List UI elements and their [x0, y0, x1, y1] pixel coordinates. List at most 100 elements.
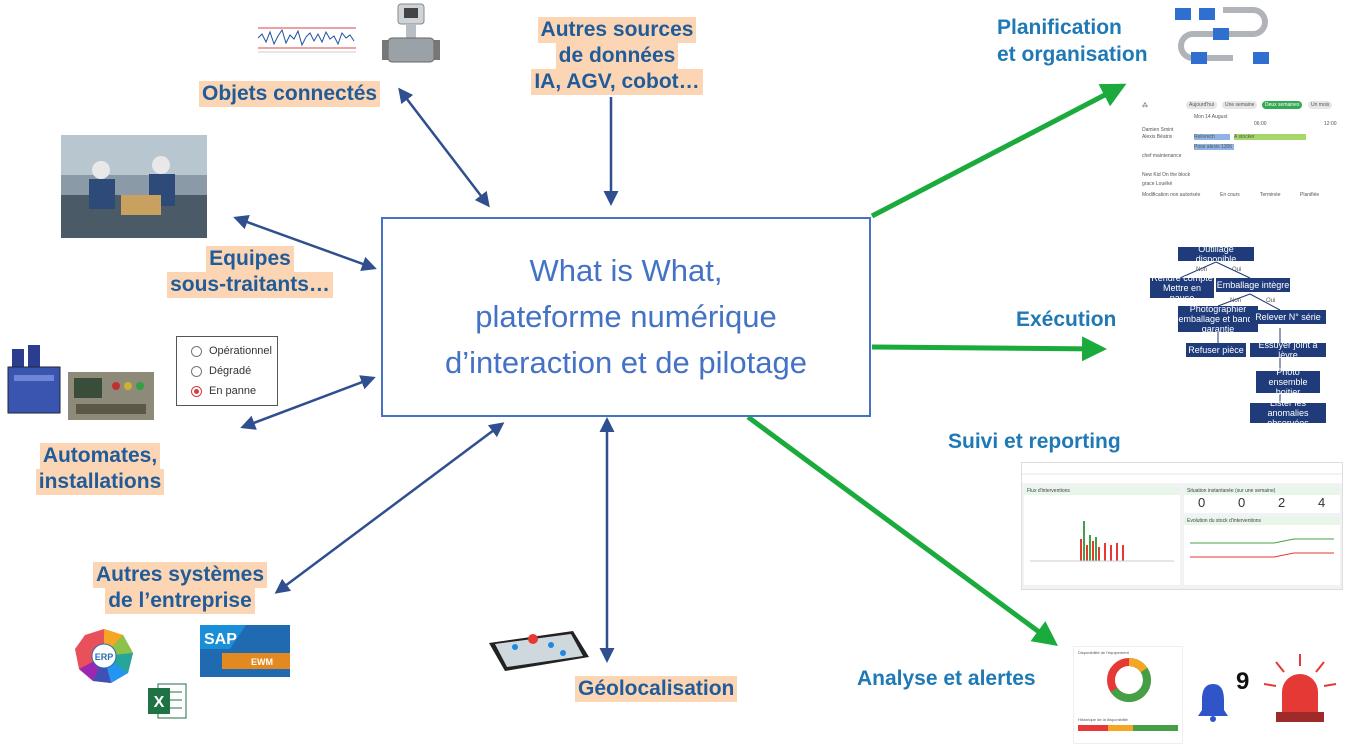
panel-flux: Flux d'interventions — [1024, 487, 1180, 585]
kpi-1: 0 — [1198, 495, 1206, 510]
label-autres-sources-1: Autres sources — [537, 17, 697, 43]
equipment-status-panel: Opérationnel Dégradé En panne — [176, 336, 278, 406]
flow-step-lister[interactable]: Lister les anomalies observées — [1250, 398, 1326, 428]
planning-screenshot: ⁂ Aujourd'hui Une semaine Deux semaines … — [1140, 98, 1340, 198]
arrow-objets — [398, 87, 490, 208]
planning-legend-1: Modification non autorisée — [1142, 192, 1201, 198]
flow-step-outillage[interactable]: Outillage disponible — [1178, 244, 1254, 264]
label-automates-2: installations — [35, 469, 165, 495]
arrow-autres-systemes — [274, 422, 505, 594]
radio-label: Opérationnel — [209, 345, 272, 357]
radio-en-panne[interactable]: En panne — [177, 381, 277, 401]
planning-tab-today[interactable]: Aujourd'hui — [1186, 101, 1217, 109]
dashboard-tabs — [1022, 475, 1342, 483]
flow-label-oui-1: Oui — [1232, 267, 1242, 273]
label-planification-1: Planification — [997, 16, 1122, 39]
flowchart-connectors — [1179, 261, 1281, 404]
planning-legend-2: En cours — [1220, 192, 1240, 198]
sensor-chart-thumbnail — [248, 8, 360, 66]
planning-legend-3: Terminée — [1260, 192, 1281, 198]
planning-resource-2: Alexis Béatrix — [1142, 134, 1173, 140]
center-title-line1: What is What, — [529, 253, 723, 288]
label-geolocalisation: Géolocalisation — [575, 676, 738, 702]
flow-step-photographier[interactable]: Photographier emballage et bande garanti… — [1178, 304, 1258, 334]
flow-step-emballage[interactable]: Emballage intègre — [1216, 278, 1290, 292]
bell-icon — [1198, 684, 1228, 722]
panel-flux-title: Flux d'interventions — [1024, 487, 1180, 495]
arrow-planif — [870, 83, 1127, 219]
siren-alarm-icon — [1263, 654, 1337, 722]
planning-event-1[interactable]: Relivrech — [1194, 134, 1230, 140]
erp-logo-text: ERP — [95, 652, 114, 662]
availability-donut-chart — [1107, 657, 1152, 703]
label-autres-sources-2: de données — [555, 43, 679, 69]
dashboard-header — [1022, 463, 1342, 473]
label-automates-1: Automates, — [39, 443, 161, 469]
control-panel-image — [68, 372, 154, 420]
planning-time-1: 06:00 — [1254, 121, 1267, 127]
planning-tab-week[interactable]: Une semaine — [1222, 101, 1258, 109]
label-analyse-alertes: Analyse et alertes — [857, 667, 1036, 690]
arrow-automates — [240, 375, 376, 430]
label-equipes-1: Equipes — [206, 246, 294, 272]
kpi-4: 4 — [1318, 495, 1326, 510]
flowmeter-device-image — [382, 3, 440, 63]
planning-tab-month[interactable]: Un mois — [1308, 101, 1333, 109]
radio-label: Dégradé — [209, 365, 252, 377]
radio-label: En panne — [209, 385, 257, 397]
process-flow-icon — [1175, 7, 1269, 64]
planning-event-2[interactable]: A stocker — [1234, 134, 1306, 140]
kpi-3: 2 — [1278, 495, 1286, 510]
planning-date: Mon 14 August — [1194, 114, 1228, 120]
label-execution: Exécution — [1016, 308, 1117, 331]
label-autres-systemes-1: Autres systèmes — [92, 562, 268, 588]
flow-step-rendre-compte[interactable]: Rendre compte Mettre en pause — [1150, 273, 1214, 303]
planning-logo: ⁂ — [1142, 103, 1148, 109]
planning-resource-5: grace Louéké — [1142, 181, 1173, 187]
availability-history-bar — [1078, 725, 1178, 731]
panel-evolution: Evolution du stock d'interventions — [1184, 517, 1340, 585]
radio-circle-icon — [191, 345, 202, 357]
label-planification-2: et organisation — [997, 43, 1148, 66]
panel-situation: Situation instantanée (sur une semaine) … — [1184, 487, 1340, 513]
panel-situation-title: Situation instantanée (sur une semaine) — [1184, 487, 1340, 495]
arrow-analyse — [746, 414, 1059, 646]
flow-step-relever[interactable]: Relever N° série — [1250, 310, 1326, 324]
flow-step-essuyer[interactable]: Essuyer joint à lèvre — [1250, 340, 1326, 360]
flow-step-refuser[interactable]: Refuser pièce — [1186, 343, 1246, 357]
planning-resource-3: chef maintenance — [1142, 153, 1182, 159]
radio-operationnel[interactable]: Opérationnel — [177, 341, 277, 361]
flow-label-non-1: Non — [1196, 267, 1208, 273]
analyse-panel-title: Disponibilité de l'équipement — [1078, 650, 1129, 655]
flow-label-oui-2: Oui — [1266, 298, 1276, 304]
smartphone-map-image — [489, 631, 589, 671]
label-objets-connectes: Objets connectés — [199, 81, 381, 107]
ewm-logo-text: EWM — [251, 657, 273, 667]
evolution-line-chart — [1190, 538, 1334, 558]
planning-tab-two-weeks[interactable]: Deux semaines — [1262, 101, 1303, 109]
sap-ewm-logo: SAP EWM — [200, 625, 290, 677]
planning-resource-1: Damien Smint — [1142, 127, 1174, 133]
workers-photo — [61, 135, 207, 238]
excel-icon: X — [148, 683, 187, 719]
planning-resource-4: New Kid On the block — [1142, 172, 1191, 178]
radio-selected-icon — [191, 385, 202, 397]
kpi-2: 0 — [1238, 495, 1246, 510]
panel-evolution-title: Evolution du stock d'interventions — [1184, 517, 1340, 525]
label-equipes-2: sous-traitants… — [167, 272, 333, 298]
arrow-equipes — [233, 215, 377, 271]
alert-count: 9 — [1236, 668, 1250, 695]
erp-logo: ERP — [75, 629, 133, 683]
planning-event-3[interactable]: Pose alexis 1306 — [1194, 144, 1234, 150]
analyse-panel: Disponibilité de l'équipement Historique… — [1073, 646, 1183, 744]
label-suivi-reporting: Suivi et reporting — [948, 430, 1121, 453]
label-autres-systemes-2: de l’entreprise — [105, 588, 255, 614]
radio-circle-icon — [191, 365, 202, 377]
label-autres-sources-3: IA, AGV, cobot… — [531, 69, 703, 95]
central-platform-box: What is What, plateforme numérique d’int… — [381, 217, 871, 417]
hydraulic-unit-image — [7, 345, 61, 414]
radio-degrade[interactable]: Dégradé — [177, 361, 277, 381]
flow-step-photo-boitier[interactable]: Photo ensemble boitier — [1256, 367, 1320, 397]
flux-bar-chart — [1030, 521, 1174, 562]
